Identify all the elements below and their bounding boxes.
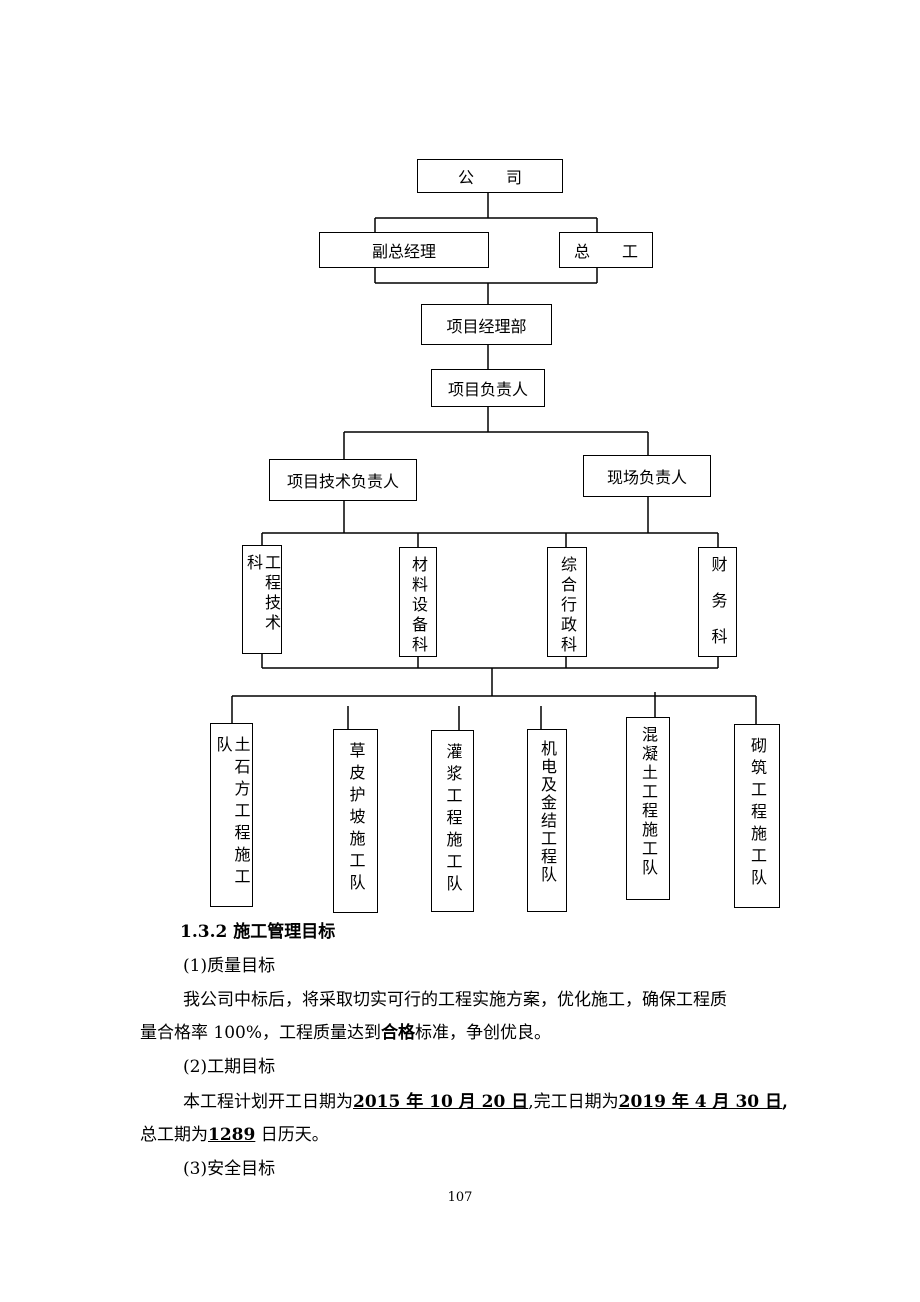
section-label: 材料设备科 — [409, 556, 428, 656]
schedule-paragraph-line2: 总工期为1289 日历天。 — [140, 1123, 329, 1147]
team-box: 草皮护坡施工队 — [333, 729, 378, 913]
section-box: 财 务 科 — [698, 547, 737, 657]
team-label: 砌筑工程施工队 — [748, 737, 767, 891]
team-box: 混凝土工程施工队 — [626, 717, 670, 900]
section-label: 综合行政科 — [558, 556, 577, 656]
team-label: 灌浆工程施工队 — [443, 743, 463, 897]
quality-paragraph-line1: 我公司中标后，将采取切实可行的工程实施方案，优化施工，确保工程质 — [183, 990, 727, 1010]
company-label: 公 司 — [457, 168, 522, 187]
comma: , — [782, 1092, 788, 1112]
quality-rate-text: 量合格率 100%，工程质量达到 — [140, 1023, 382, 1043]
team-box: 土石方工程施工队 — [210, 723, 253, 907]
deputy-gm-label: 副总经理 — [371, 242, 436, 261]
quality-standard: 合格 — [381, 1023, 416, 1043]
chief-engineer-box: 总 工 — [559, 232, 653, 268]
project-lead-box: 项目负责人 — [431, 369, 545, 407]
section-label: 财 务 科 — [708, 556, 728, 646]
quality-goal-text: 标准，争创优良。 — [415, 1023, 552, 1043]
team-box: 砌筑工程施工队 — [734, 724, 780, 908]
schedule-paragraph-line1: 本工程计划开工日期为2015 年 10 月 20 日,完工日期为2019 年 4… — [183, 1090, 788, 1114]
schedule-title: (2)工期目标 — [183, 1057, 276, 1077]
section-box: 工程技术科 — [242, 545, 282, 654]
page-number: 107 — [447, 1190, 473, 1205]
team-label: 草皮护坡施工队 — [346, 742, 366, 896]
calendar-days-text: 日历天。 — [255, 1125, 329, 1145]
end-date: 2019 年 4 月 30 日 — [618, 1092, 783, 1112]
total-days: 1289 — [208, 1125, 256, 1145]
section-label: 工程技术科 — [244, 554, 281, 634]
site-lead-box: 现场负责人 — [583, 455, 711, 497]
schedule-start-text: 本工程计划开工日期为 — [183, 1092, 353, 1112]
team-label: 混凝土工程施工队 — [639, 726, 658, 878]
pm-dept-label: 项目经理部 — [446, 316, 527, 336]
safety-title: (3)安全目标 — [183, 1159, 276, 1179]
start-date: 2015 年 10 月 20 日 — [353, 1092, 529, 1112]
quality-title: (1)质量目标 — [183, 956, 276, 976]
section-heading: 1.3.2 施工管理目标 — [180, 922, 336, 942]
section-box: 材料设备科 — [399, 547, 437, 657]
team-box: 机电及金结工程队 — [527, 729, 567, 912]
project-lead-label: 项目负责人 — [447, 380, 528, 399]
team-label: 机电及金结工程队 — [538, 740, 557, 884]
tech-lead-label: 项目技术负责人 — [286, 472, 399, 491]
quality-paragraph-line2: 量合格率 100%，工程质量达到合格标准，争创优良。 — [140, 1021, 551, 1045]
pm-dept-box: 项目经理部 — [421, 304, 552, 345]
tech-lead-box: 项目技术负责人 — [269, 459, 417, 501]
total-duration-text: 总工期为 — [140, 1125, 208, 1145]
deputy-gm-box: 副总经理 — [319, 232, 489, 268]
team-label: 土石方工程施工队 — [213, 736, 251, 890]
site-lead-label: 现场负责人 — [606, 468, 687, 487]
company-box: 公 司 — [417, 159, 563, 193]
schedule-end-text: ,完工日期为 — [528, 1092, 619, 1112]
chief-engineer-label: 总 工 — [573, 242, 638, 261]
section-box: 综合行政科 — [547, 547, 587, 657]
team-box: 灌浆工程施工队 — [431, 730, 474, 912]
